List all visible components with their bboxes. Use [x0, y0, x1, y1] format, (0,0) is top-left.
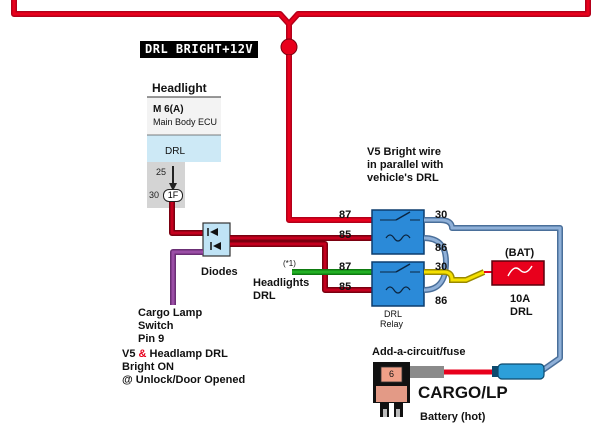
headlights-label-2: DRL: [253, 290, 276, 302]
fuse-rating: 10A: [510, 293, 531, 305]
ecu-signal: DRL: [165, 146, 186, 157]
v5-note-line-1: V5 Bright wire: [367, 146, 441, 158]
bus-junction-dot: [280, 38, 298, 56]
cargo-lamp-line-3: Pin 9: [138, 333, 165, 345]
bright-line-1: Bright ON: [122, 361, 174, 373]
ecu-name: Main Body ECU: [153, 117, 218, 127]
fuse-tap-connector: [497, 363, 545, 380]
fuse-tap-value: 6: [389, 369, 395, 379]
cargo-lamp-wire: [170, 249, 203, 305]
bright-line-2: @ Unlock/Door Opened: [122, 374, 246, 386]
v5-note-line-3: vehicle's DRL: [367, 172, 439, 184]
ecu-pin-top: 25: [156, 167, 167, 177]
relay1-pin-85: 85: [339, 229, 352, 241]
top-bus-wire-core: [12, 0, 590, 47]
ecu-connector: M 6(A): [153, 104, 184, 115]
relay-2: [371, 261, 425, 307]
cargo-lp-label: CARGO/LP: [418, 383, 508, 402]
v5-headlamp-part1: V5: [122, 348, 136, 360]
relay1-pin-86: 86: [435, 242, 448, 254]
relay1-pin-87: 87: [339, 209, 352, 221]
v5-note-line-2: in parallel with: [367, 159, 444, 171]
drl-fuse: [491, 260, 545, 286]
drl-bright-label: DRL BRIGHT+12V: [140, 41, 259, 58]
fuse-source: (BAT): [505, 247, 535, 259]
add-circuit-label: Add-a-circuit/fuse: [372, 346, 466, 358]
marker-note: (*1): [283, 259, 296, 268]
ecu-pin-badge: 1F: [163, 189, 183, 202]
relay1-pin-30: 30: [435, 209, 448, 221]
relay2-pin-30: 30: [435, 261, 448, 273]
relay-label-2: Relay: [380, 319, 404, 329]
diodes-label: Diodes: [201, 266, 238, 278]
v5-headlamp-amp: &: [138, 348, 147, 360]
relay-1: [371, 209, 425, 255]
fuse-name: DRL: [510, 306, 533, 318]
relay2-pin-86: 86: [435, 295, 448, 307]
ecu-pin-left: 30: [149, 190, 160, 200]
ecu-title: Headlight: [152, 81, 207, 95]
relay2-pin-85: 85: [339, 281, 352, 293]
ecu-drl-band: [147, 135, 221, 162]
relay2-pin-87: 87: [339, 261, 352, 273]
cargo-lamp-line-2: Switch: [138, 320, 174, 332]
v5-headlamp-line: V5 & Headlamp DRL: [122, 348, 228, 361]
battery-hot-label: Battery (hot): [420, 411, 486, 423]
headlights-label-1: Headlights: [253, 277, 310, 289]
drl-bright-wire: [286, 55, 372, 223]
cargo-lamp-line-1: Cargo Lamp: [138, 307, 203, 319]
v5-headlamp-part2: Headlamp DRL: [149, 348, 228, 360]
top-bus-wire: [11, 0, 591, 48]
relay-label-1: DRL: [384, 309, 403, 319]
diodes-block: [202, 222, 231, 257]
